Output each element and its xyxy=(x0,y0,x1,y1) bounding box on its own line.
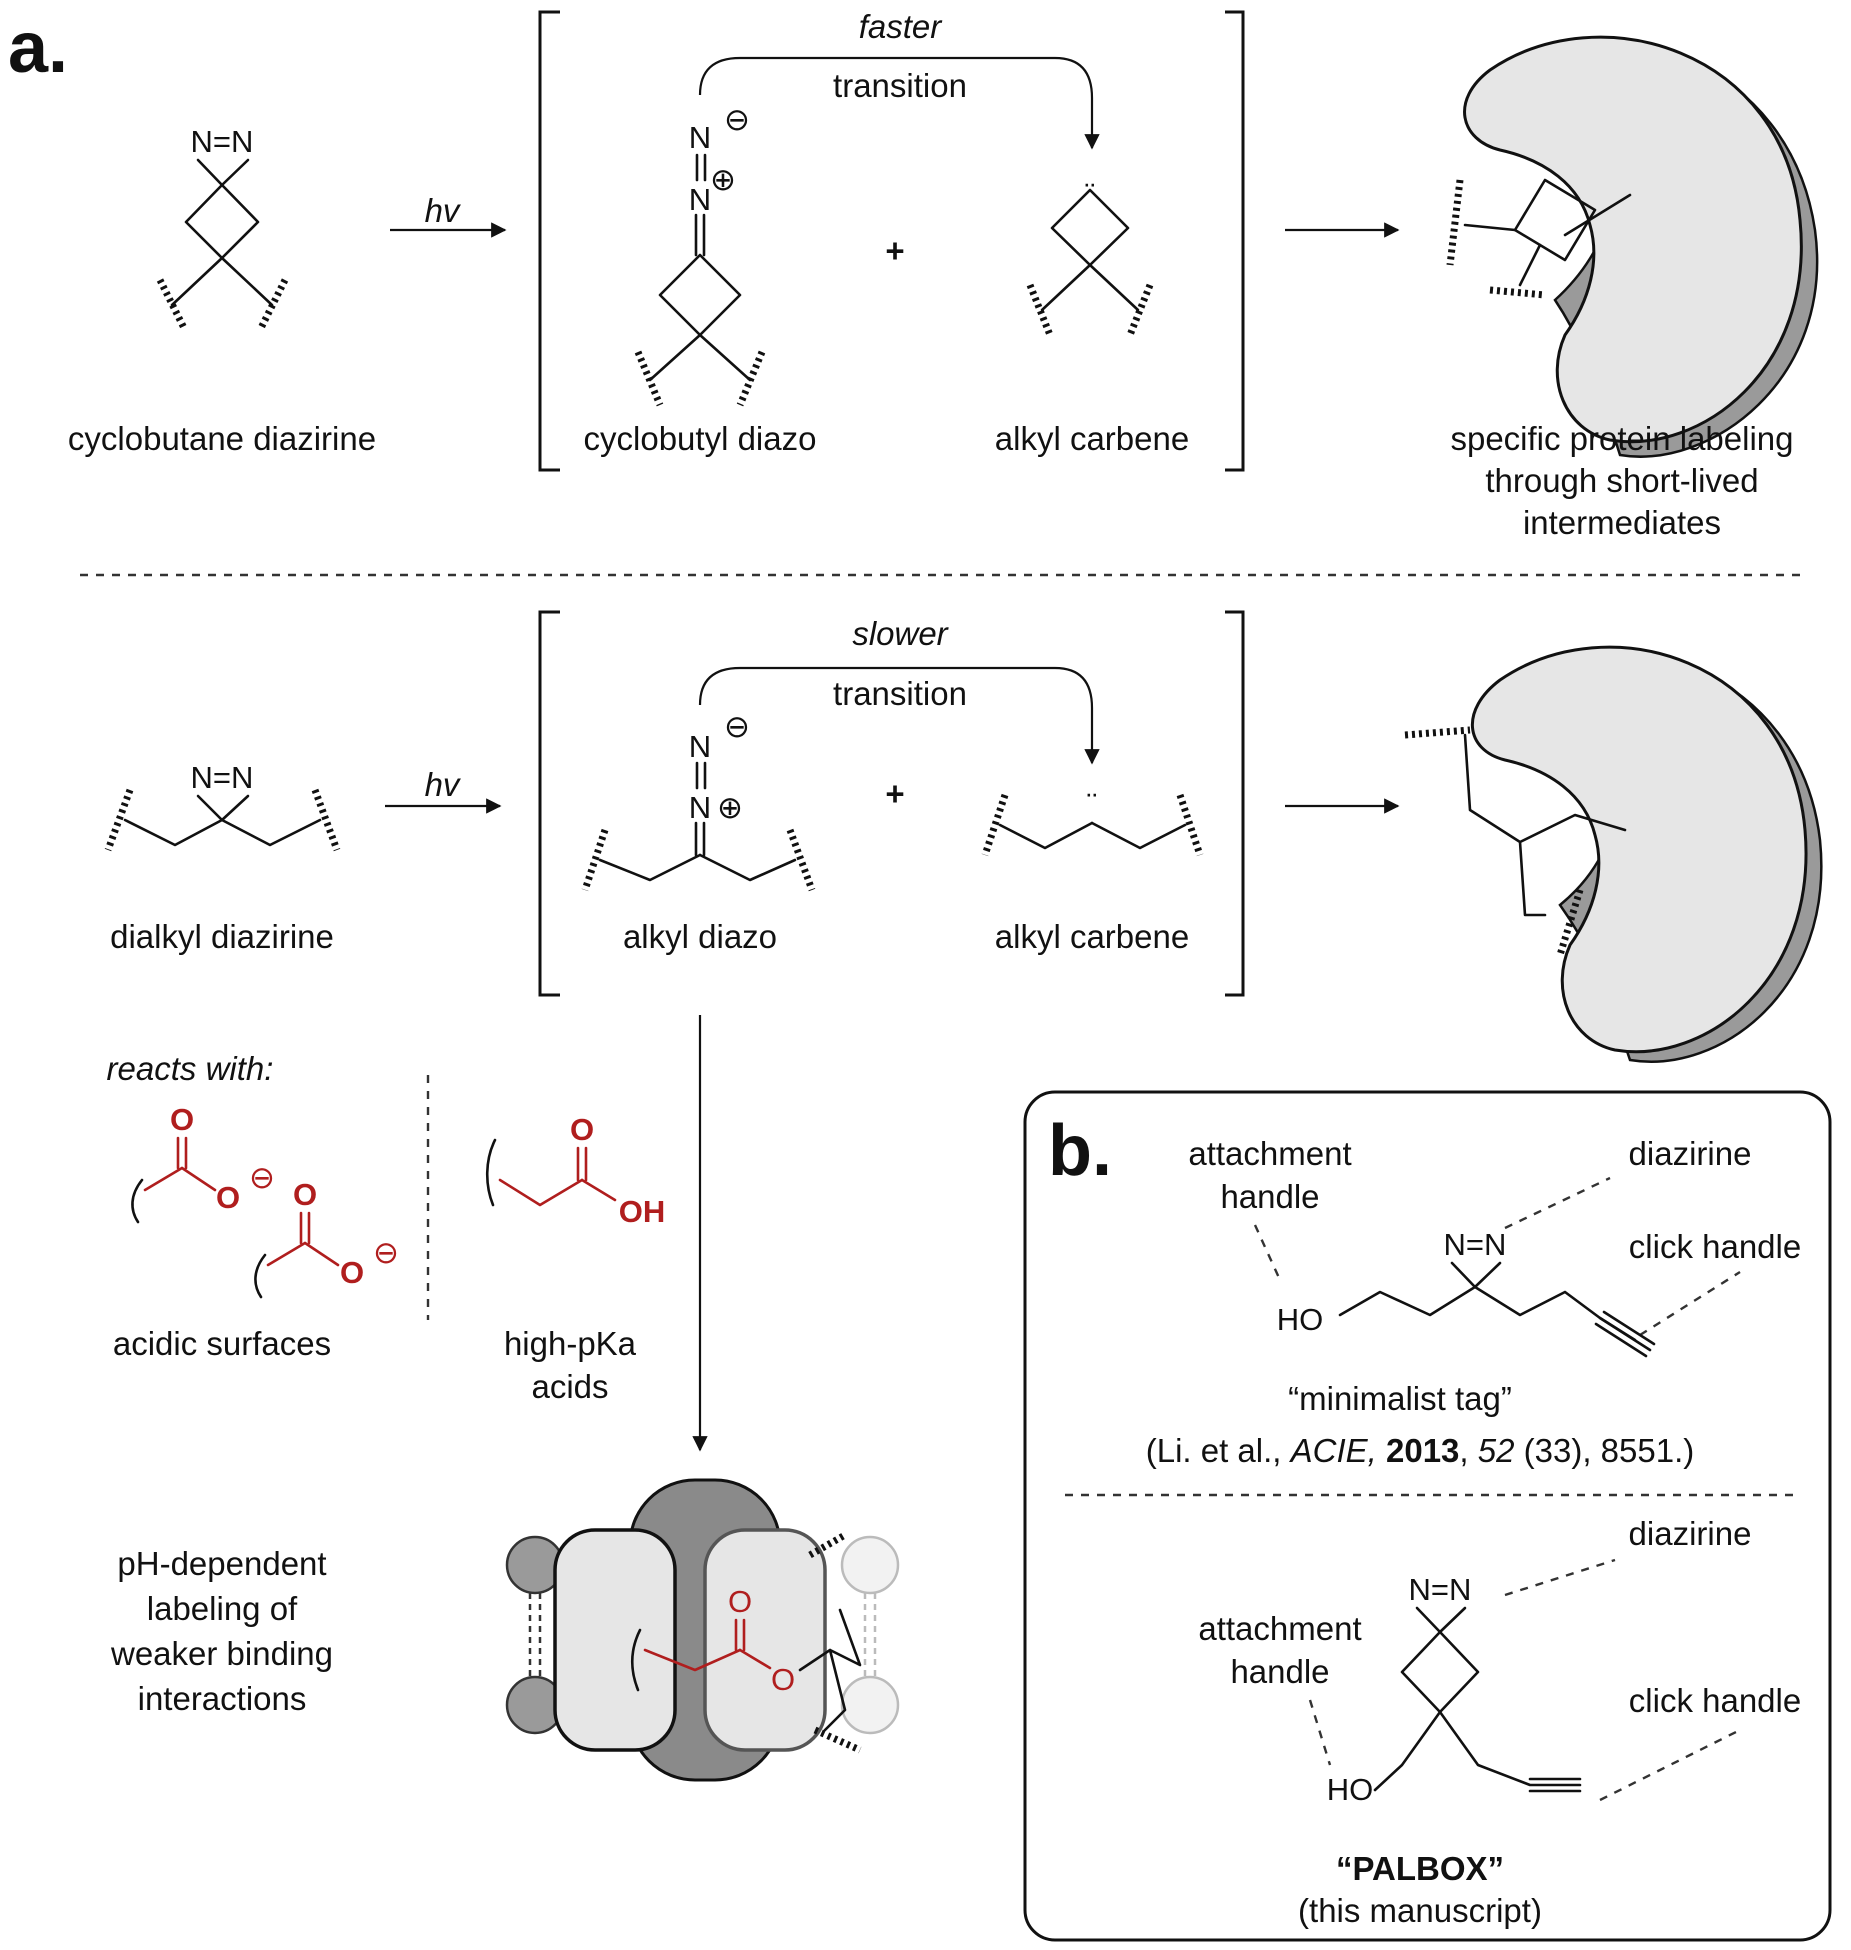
palbox-note: (this manuscript) xyxy=(1298,1892,1542,1929)
transition-arc-top: faster transition xyxy=(698,8,1100,150)
svg-text:O: O xyxy=(728,1584,752,1619)
svg-text:acids: acids xyxy=(531,1368,608,1405)
transition-arc-bottom: slower transition xyxy=(698,615,1100,765)
svg-text:N=N: N=N xyxy=(1409,1572,1472,1607)
attachment-handle-label-bottom: attachment handle xyxy=(1198,1610,1361,1690)
svg-text:⊖: ⊖ xyxy=(724,709,750,744)
svg-text:N: N xyxy=(689,729,711,764)
svg-text:O: O xyxy=(216,1180,240,1215)
protein-blob-top xyxy=(1446,35,1819,458)
svg-text:hv: hv xyxy=(425,766,462,803)
svg-text:transition: transition xyxy=(833,67,967,104)
svg-text:attachment: attachment xyxy=(1198,1610,1361,1647)
svg-text:weaker binding: weaker binding xyxy=(110,1635,333,1672)
bracket-top xyxy=(538,10,1245,472)
carboxylate-structures: O O ⊖ O O ⊖ xyxy=(131,1102,399,1299)
svg-text:labeling of: labeling of xyxy=(147,1590,298,1627)
svg-text:faster: faster xyxy=(859,8,944,45)
svg-text:N: N xyxy=(689,182,711,217)
svg-text:⊕: ⊕ xyxy=(710,162,736,197)
diazirine-label-top: diazirine xyxy=(1629,1135,1752,1172)
high-pka-acid-structure: O OH xyxy=(485,1112,666,1229)
svg-text:⊖: ⊖ xyxy=(724,102,750,137)
svg-text:through short-lived: through short-lived xyxy=(1485,462,1758,499)
svg-text:handle: handle xyxy=(1220,1178,1319,1215)
reacts-with-label: reacts with: xyxy=(107,1050,274,1087)
svg-text:N=N: N=N xyxy=(191,124,254,159)
svg-text:slower: slower xyxy=(852,615,949,652)
svg-text:⊖: ⊖ xyxy=(249,1160,275,1195)
svg-text:O: O xyxy=(170,1102,194,1137)
minimalist-tag-reference: (Li. et al., ACIE, 2013, 52 (33), 8551.) xyxy=(1146,1432,1695,1469)
svg-text:O: O xyxy=(293,1177,317,1212)
acidic-surfaces-label: acidic surfaces xyxy=(113,1325,331,1362)
minimalist-tag-structure: N=N HO xyxy=(1277,1227,1656,1358)
panel-b-letter: b. xyxy=(1048,1111,1112,1191)
svg-text:O: O xyxy=(340,1255,364,1290)
click-handle-label-top: click handle xyxy=(1629,1228,1801,1265)
bracket-bottom xyxy=(538,610,1245,997)
svg-text:specific protein labeling: specific protein labeling xyxy=(1450,420,1793,457)
svg-text:⊖: ⊖ xyxy=(373,1235,399,1270)
cyclobutane-diazirine-label: cyclobutane diazirine xyxy=(68,420,376,457)
palbox-name: “PALBOX” xyxy=(1336,1850,1504,1887)
attachment-handle-label-top: attachment handle xyxy=(1188,1135,1351,1215)
hv-arrow-top: hv xyxy=(390,192,507,238)
svg-text:O: O xyxy=(771,1662,795,1697)
plus-bottom: + xyxy=(885,775,904,812)
panel-b-box xyxy=(1023,1090,1832,1942)
svg-text:OH: OH xyxy=(619,1194,666,1229)
diazirine-label-bottom: diazirine xyxy=(1629,1515,1752,1552)
pointer-lines-bottom xyxy=(1308,1558,1741,1802)
svg-text:⊕: ⊕ xyxy=(717,790,743,825)
svg-text:pH-dependent: pH-dependent xyxy=(117,1545,326,1582)
svg-text:¨: ¨ xyxy=(1087,787,1097,822)
svg-text:N: N xyxy=(689,120,711,155)
alkyl-diazo-structure: N ⊖ N ⊕ xyxy=(581,709,816,892)
svg-text:transition: transition xyxy=(833,675,967,712)
svg-text:¨: ¨ xyxy=(1085,177,1095,212)
panel-a-letter: a. xyxy=(8,8,68,88)
alkyl-carbene-label-bottom: alkyl carbene xyxy=(995,918,1189,955)
cyclobutane-diazirine-structure: N=N xyxy=(156,124,289,332)
svg-text:hv: hv xyxy=(425,192,462,229)
svg-text:HO: HO xyxy=(1327,1772,1374,1807)
alkyl-carbene-structure-top: ¨ xyxy=(1026,177,1154,337)
dialkyl-diazirine-label: dialkyl diazirine xyxy=(110,918,334,955)
svg-text:handle: handle xyxy=(1230,1653,1329,1690)
svg-text:attachment: attachment xyxy=(1188,1135,1351,1172)
svg-text:interactions: interactions xyxy=(138,1680,307,1717)
minimalist-tag-name: “minimalist tag” xyxy=(1288,1380,1512,1417)
outcome-label-top: specific protein labeling through short-… xyxy=(1450,420,1793,541)
svg-text:HO: HO xyxy=(1277,1302,1324,1337)
hv-arrow-bottom: hv xyxy=(385,766,502,814)
svg-text:N: N xyxy=(689,790,711,825)
pointer-lines-top xyxy=(1253,1176,1741,1337)
palbox-structure: N=N HO xyxy=(1327,1572,1582,1807)
alkyl-diazo-label: alkyl diazo xyxy=(623,918,777,955)
alkyl-carbene-label-top: alkyl carbene xyxy=(995,420,1189,457)
svg-text:N=N: N=N xyxy=(1444,1227,1507,1262)
svg-text:high-pKa: high-pKa xyxy=(504,1325,637,1362)
svg-text:N=N: N=N xyxy=(191,760,254,795)
high-pka-label: high-pKa acids xyxy=(504,1325,637,1405)
protein-blob-bottom xyxy=(1404,645,1823,1063)
svg-text:O: O xyxy=(570,1112,594,1147)
cyclobutyl-diazo-label: cyclobutyl diazo xyxy=(584,420,817,457)
alkyl-carbene-structure-bottom: ¨ xyxy=(981,787,1204,857)
dialkyl-diazirine-structure: N=N xyxy=(104,760,341,852)
plus-top: + xyxy=(885,232,904,269)
svg-text:intermediates: intermediates xyxy=(1523,504,1721,541)
ph-dependent-label: pH-dependent labeling of weaker binding … xyxy=(110,1545,333,1717)
cyclobutyl-diazo-structure: N ⊖ N ⊕ xyxy=(634,102,766,407)
click-handle-label-bottom: click handle xyxy=(1629,1682,1801,1719)
protein-complex: O O xyxy=(505,1478,900,1782)
